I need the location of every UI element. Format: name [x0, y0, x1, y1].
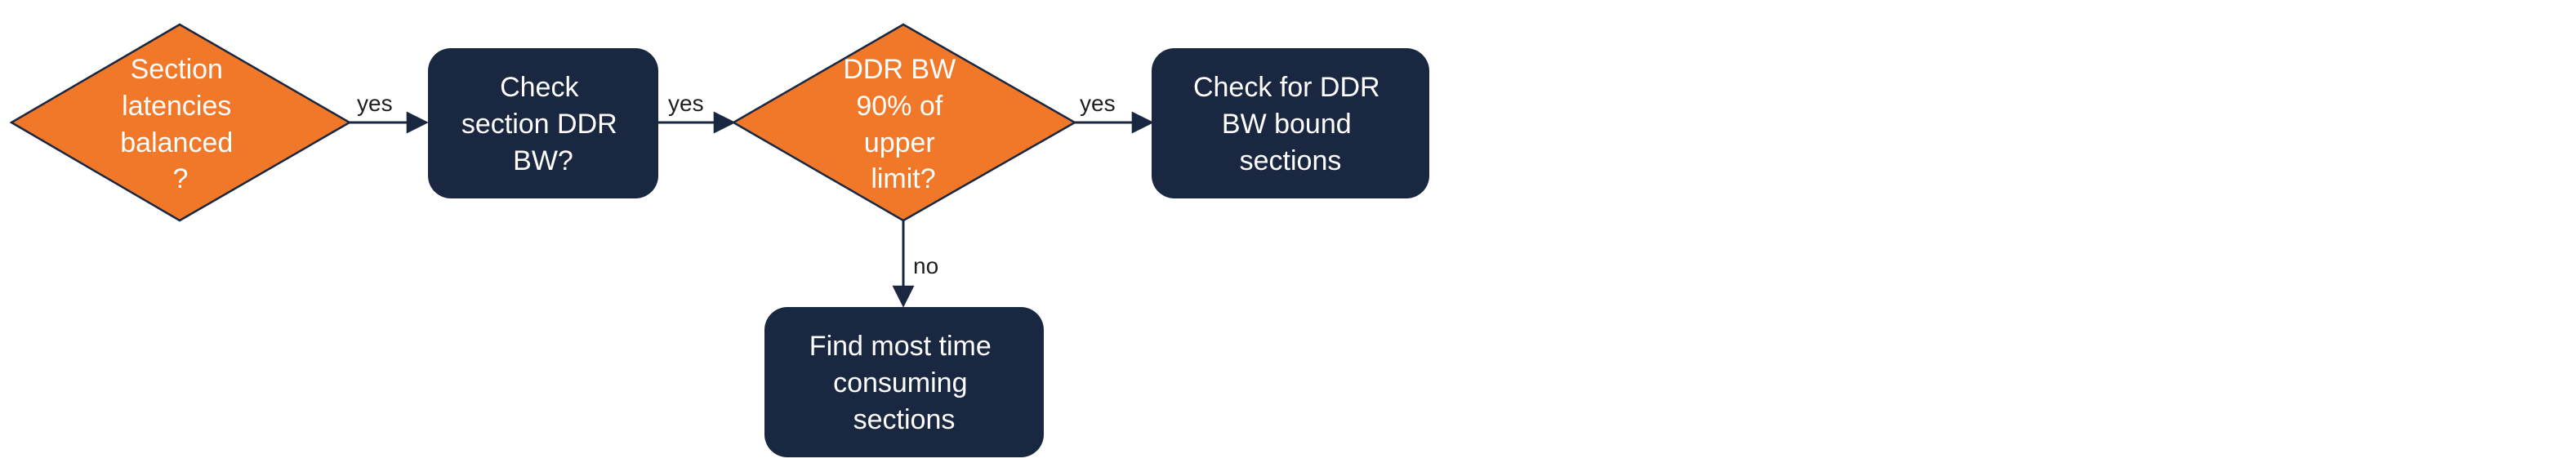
label-line: consuming — [833, 367, 967, 399]
label-line: Section — [131, 54, 223, 85]
label-line: 90% of — [856, 91, 943, 122]
edge-d1-to-p1: yes — [350, 91, 429, 134]
edge-label-yes: yes — [1080, 91, 1116, 116]
edge-label-yes: yes — [668, 91, 704, 116]
decision-diamond-shape — [731, 23, 1077, 222]
process-box-shape — [764, 307, 1044, 457]
label-line: Find most time — [809, 331, 992, 362]
process-find-most-time-consuming-sections: Find most time consuming sections — [764, 307, 1044, 457]
label-line: limit? — [871, 163, 935, 194]
label-line: latencies — [122, 91, 231, 122]
edge-p1-to-d2: yes — [658, 91, 736, 134]
process-label: Find most time consuming sections — [809, 331, 999, 435]
edge-label-no: no — [913, 253, 938, 278]
process-check-section-ddr-bw: Check section DDR BW? — [428, 48, 658, 198]
decision-label: DDR BW 90% of upper limit? — [843, 54, 963, 194]
label-line: Check — [500, 72, 579, 103]
label-line: balanced — [120, 127, 233, 158]
process-label: Check for DDR BW bound sections — [1193, 72, 1388, 176]
label-line: section DDR — [461, 109, 617, 140]
process-box-shape — [428, 48, 658, 198]
label-line: Check for DDR — [1193, 72, 1380, 103]
label-line: BW bound — [1222, 109, 1352, 140]
label-line: sections — [1240, 145, 1342, 176]
label-line: sections — [853, 404, 956, 435]
process-box-shape — [1152, 48, 1429, 198]
decision-ddr-bw-90-percent: DDR BW 90% of upper limit? — [731, 23, 1077, 222]
decision-diamond-shape — [9, 23, 352, 222]
process-check-ddr-bw-bound-sections: Check for DDR BW bound sections — [1152, 48, 1429, 198]
edge-d2-to-p2: yes — [1075, 91, 1154, 134]
decision-label: Section latencies balanced ? — [120, 54, 240, 194]
decision-section-latencies-balanced: Section latencies balanced ? — [9, 23, 352, 222]
process-label: Check section DDR BW? — [461, 72, 625, 176]
edge-label-yes: yes — [357, 91, 393, 116]
edge-d2-to-p3: no — [892, 220, 938, 308]
label-line: ? — [173, 163, 189, 194]
label-line: BW? — [513, 145, 573, 176]
label-line: DDR BW — [843, 54, 956, 85]
label-line: upper — [864, 127, 935, 158]
